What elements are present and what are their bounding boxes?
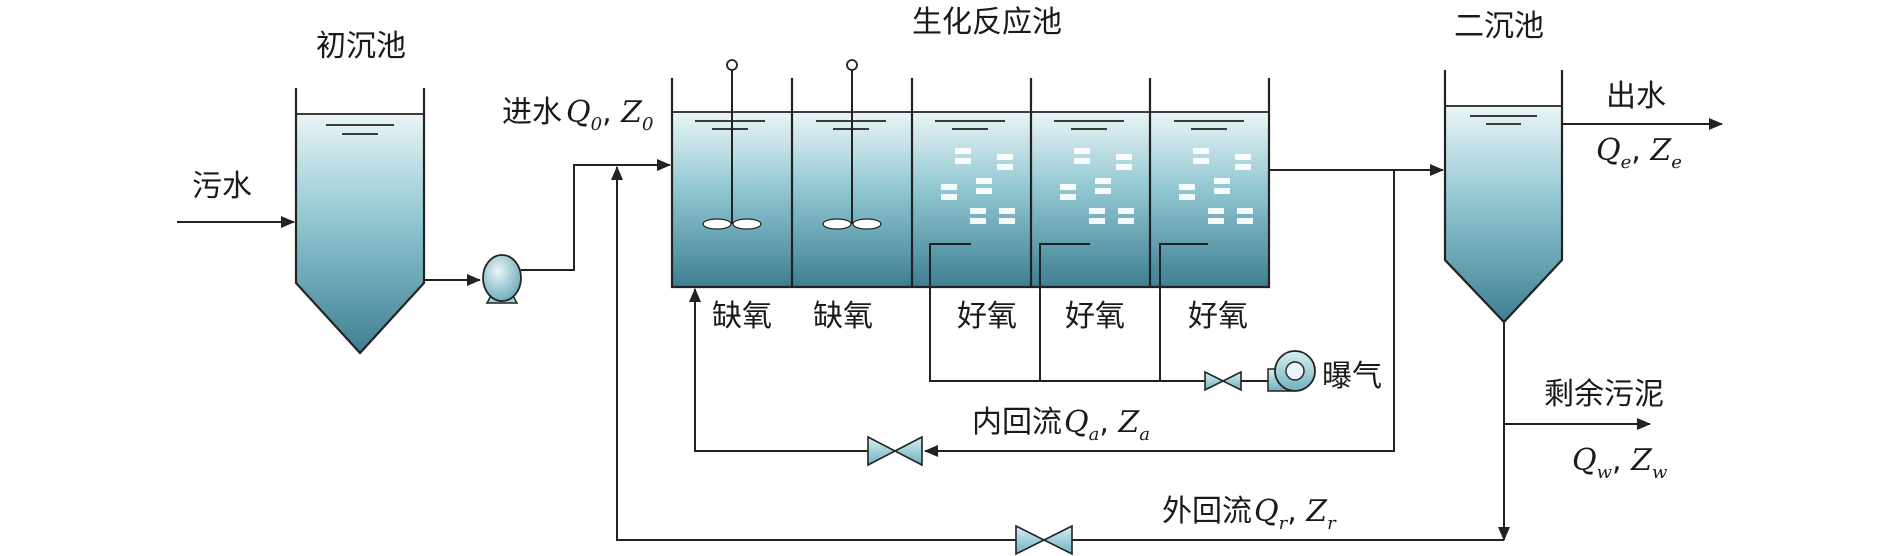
svg-text:外回流Qr, Zr: 外回流Qr, Zr [1162, 494, 1337, 534]
internal-reflux-return [689, 288, 868, 452]
zone-label-anoxic-2: 缺氧 [813, 299, 873, 334]
mixer-icon [822, 59, 882, 230]
aeration-label: 曝气 [1322, 359, 1382, 394]
excess-sludge-label: 剩余污泥 [1544, 377, 1664, 412]
aeration-piping [929, 243, 1268, 382]
primary-clarifier-label: 初沉池 [316, 29, 406, 64]
pump-icon [482, 254, 522, 304]
svg-text:Qw, Zw: Qw, Zw [1572, 443, 1668, 483]
external-reflux-label: 外回流Qr, Zr [1162, 494, 1337, 534]
svg-text:内回流Qa, Za: 内回流Qa, Za [972, 405, 1150, 445]
feed-pipe [521, 159, 671, 271]
zone-label-aerobic-3: 好氧 [1188, 299, 1248, 334]
external-reflux-valve-icon [1015, 524, 1073, 556]
bioreactor-label: 生化反应池 [912, 5, 1062, 40]
sewage-label: 污水 [192, 169, 252, 204]
zone-label-anoxic-1: 缺氧 [712, 299, 772, 334]
zone-label-aerobic-1: 好氧 [957, 299, 1017, 334]
internal-reflux-pipe [924, 170, 1395, 457]
mixer-icon [702, 59, 762, 230]
internal-reflux-valve-icon [867, 435, 923, 467]
blower-icon [1267, 350, 1316, 392]
aeration-valve-icon [1204, 370, 1242, 392]
secondary-clarifier-label: 二沉池 [1454, 9, 1544, 44]
external-reflux-return [611, 166, 1016, 541]
aeration-bubbles [941, 148, 1253, 224]
zone-label-aerobic-2: 好氧 [1065, 299, 1125, 334]
outflow-label: 出水 [1606, 79, 1666, 114]
primary-clarifier [294, 88, 426, 355]
bioreactor-tank [670, 78, 1271, 289]
secondary-clarifier [1443, 70, 1564, 324]
outflow-symbols: Qe, Ze [1596, 133, 1682, 173]
svg-text:Qe, Ze: Qe, Ze [1596, 133, 1682, 173]
waste-symbols: Qw, Zw [1572, 443, 1668, 483]
internal-reflux-label: 内回流Qa, Za [972, 405, 1150, 445]
